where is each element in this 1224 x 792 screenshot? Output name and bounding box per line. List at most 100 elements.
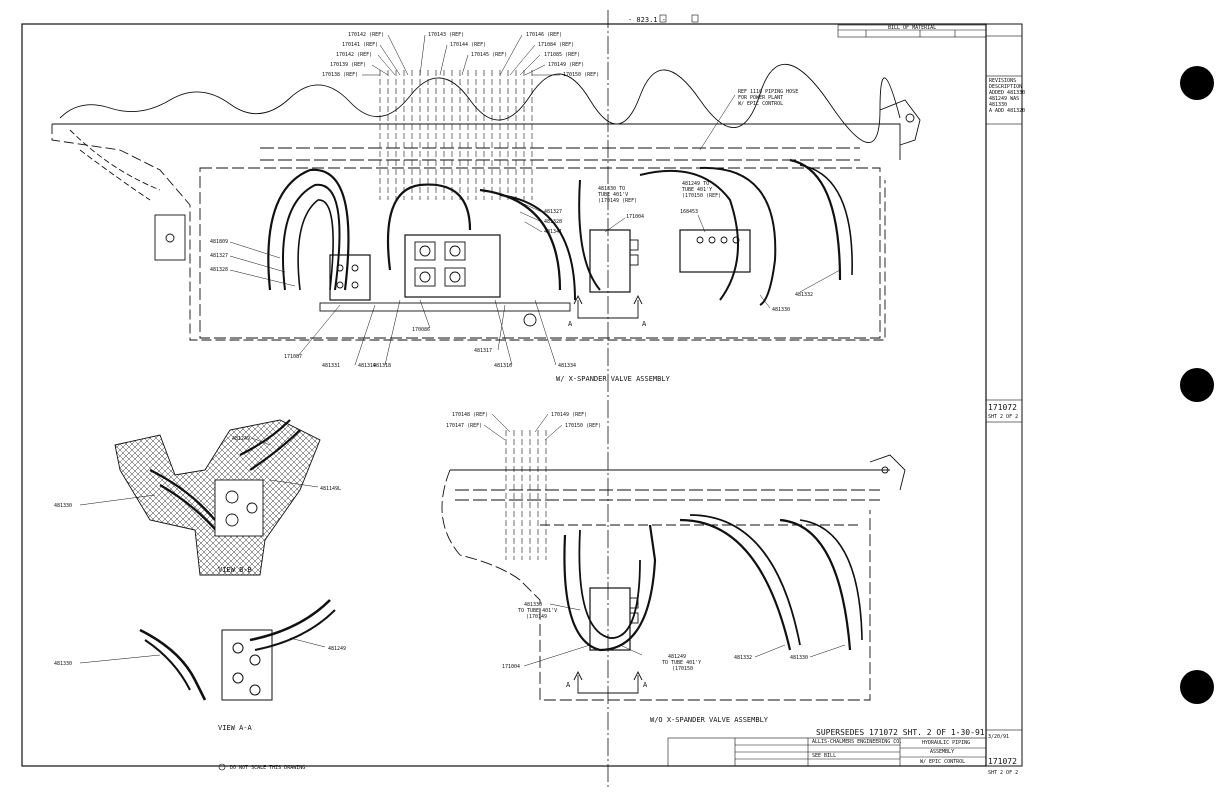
title-drawing-number: 171072 [988,757,1017,766]
piping-note: REF 1110 PIPING HOSE FOR POWER PLANT W/ … [738,89,798,107]
bb-label-right: 481149L [320,486,341,492]
upper-part-481332: 481332 [795,292,813,298]
footer-symbol [218,763,226,771]
svg-text:W/ EPIC CONTROL: W/ EPIC CONTROL [738,101,783,107]
svg-text:481330: 481330 [524,602,542,608]
svg-text:481249 WAS: 481249 WAS [989,96,1019,102]
lower-assembly-drawing [441,454,906,701]
upper-part-171087: 171087 [284,354,302,360]
svg-text:481330: 481330 [989,102,1007,108]
upper-part-171004: 171004 [626,214,644,220]
svg-text:170150 (REF): 170150 (REF) [565,423,601,429]
footer-note: DO NOT SCALE THIS DRAWING [230,765,305,771]
view-bb-title: VIEW B-B [218,566,252,574]
bb-label-top: 481249 [232,436,250,442]
svg-text:481341: 481341 [544,229,562,235]
svg-text:A ADD 481320: A ADD 481320 [989,108,1025,114]
svg-text:170149 (REF): 170149 (REF) [551,412,587,418]
svg-text:481328: 481328 [210,267,228,273]
upper-leaders [229,34,841,366]
svg-text:171084 (REF): 171084 (REF) [538,42,574,48]
upper-tube-a: 481330 TO TUBE 401'V (170149 (REF) [598,186,637,204]
svg-text:(170149 (REF): (170149 (REF) [598,198,637,204]
lower-ref-left: 170148 (REF) 170147 (REF) [446,412,488,429]
svg-text:481327: 481327 [210,253,228,259]
svg-text:481327: 481327 [544,209,562,215]
view-aa-title: VIEW A-A [218,724,253,732]
upper-ref-right: 170146 (REF) 171084 (REF) 171085 (REF) 1… [526,32,599,78]
punch-hole-bottom [1180,670,1214,704]
upper-ref-left: 170142 (REF) 170141 (REF) 170142 (REF) 1… [322,32,384,78]
title-date: 3/20/91 [988,734,1009,740]
svg-text:(170150 (REF): (170150 (REF) [682,193,721,199]
upper-part-481317: 481317 [474,348,492,354]
svg-text:481249 TO: 481249 TO [682,181,709,187]
title-block [667,737,987,767]
sheet-border [21,10,1023,790]
upper-view-title: W/ X-SPANDER VALVE ASSEMBLY [556,375,671,383]
side-sheet-number: SHT 2 OF 2 [988,414,1018,420]
upper-bottom-parts: 481331 481319 481318 481316 481334 [322,363,576,369]
svg-text:171085 (REF): 171085 (REF) [544,52,580,58]
title-material: SEE BILL [812,753,836,759]
svg-text:FOR POWER PLANT: FOR POWER PLANT [738,95,783,101]
svg-text:ADDED 481330: ADDED 481330 [989,90,1025,96]
svg-text:481334: 481334 [558,363,576,369]
lower-tube-a: 481330 TO TUBE 401'V (170149 [518,602,557,620]
svg-text:170142 (REF): 170142 (REF) [348,32,384,38]
view-bb-drawing [114,419,321,576]
lower-ref-lines [505,430,547,560]
upper-tube-b: 481249 TO TUBE 401'Y (170150 (REF) [682,181,721,199]
side-drawing-number: 171072 [988,403,1017,412]
lower-tube-b: 481249 TO TUBE 401'Y (170150 [662,654,701,672]
title-line-1: HYDRAULIC PIPING [922,740,970,746]
svg-text:TO TUBE 401'V: TO TUBE 401'V [518,608,557,614]
svg-text:481328: 481328 [544,219,562,225]
lower-part-171004: 171004 [502,664,520,670]
upper-section-a-left: A [568,320,573,328]
svg-text:(170149: (170149 [526,614,547,620]
svg-text:481331: 481331 [322,363,340,369]
svg-text:481318: 481318 [373,363,391,369]
svg-text:481319: 481319 [358,363,376,369]
svg-text:170150 (REF): 170150 (REF) [563,72,599,78]
aa-label-right: 481249 [328,646,346,652]
svg-text:170144 (REF): 170144 (REF) [450,42,486,48]
svg-text:481330 TO: 481330 TO [598,186,625,192]
upper-part-481330: 481330 [772,307,790,313]
upper-left-hose-labels: 481809 481327 481328 [210,239,228,273]
top-marker-box-2 [691,14,699,23]
view-aa-leaders [79,637,326,664]
bb-label-left: 481330 [54,503,72,509]
svg-text:TUBE 401'Y: TUBE 401'Y [682,187,712,193]
svg-text:170143 (REF): 170143 (REF) [428,32,464,38]
svg-text:170148 (REF): 170148 (REF) [452,412,488,418]
upper-part-168453: 168453 [680,209,698,215]
title-line-2: ASSEMBLY [930,749,954,755]
svg-text:170149 (REF): 170149 (REF) [548,62,584,68]
supersedes-note: SUPERSEDES 171072 SHT. 2 OF 1-30-91 [816,728,985,737]
svg-text:REF 1110 PIPING HOSE: REF 1110 PIPING HOSE [738,89,798,95]
top-marker: - 823.1 - [628,16,666,24]
punch-hole-top [1180,66,1214,100]
bill-of-material-title: BILL OF MATERIAL [888,25,936,31]
upper-center-right-labels: 481327 481328 481341 [544,209,562,235]
svg-text:481316: 481316 [494,363,512,369]
punch-hole-middle [1180,368,1214,402]
revision-lines: REVISIONS DESCRIPTION ADDED 481330 48124… [989,78,1025,114]
svg-text:TO TUBE 401'Y: TO TUBE 401'Y [662,660,701,666]
svg-text:REVISIONS: REVISIONS [989,78,1016,84]
svg-text:481249: 481249 [668,654,686,660]
revision-block [985,23,1023,767]
svg-text:170141 (REF): 170141 (REF) [342,42,378,48]
top-marker-box [659,14,667,23]
upper-ref-lines [379,70,533,200]
svg-text:170142 (REF): 170142 (REF) [336,52,372,58]
svg-text:170147 (REF): 170147 (REF) [446,423,482,429]
svg-text:(170150: (170150 [672,666,693,672]
svg-text:170138 (REF): 170138 (REF) [322,72,358,78]
lower-ref-right: 170149 (REF) 170150 (REF) [551,412,601,429]
svg-text:170145 (REF): 170145 (REF) [471,52,507,58]
upper-ref-mid: 170143 (REF) 170144 (REF) 170145 (REF) [428,32,507,58]
